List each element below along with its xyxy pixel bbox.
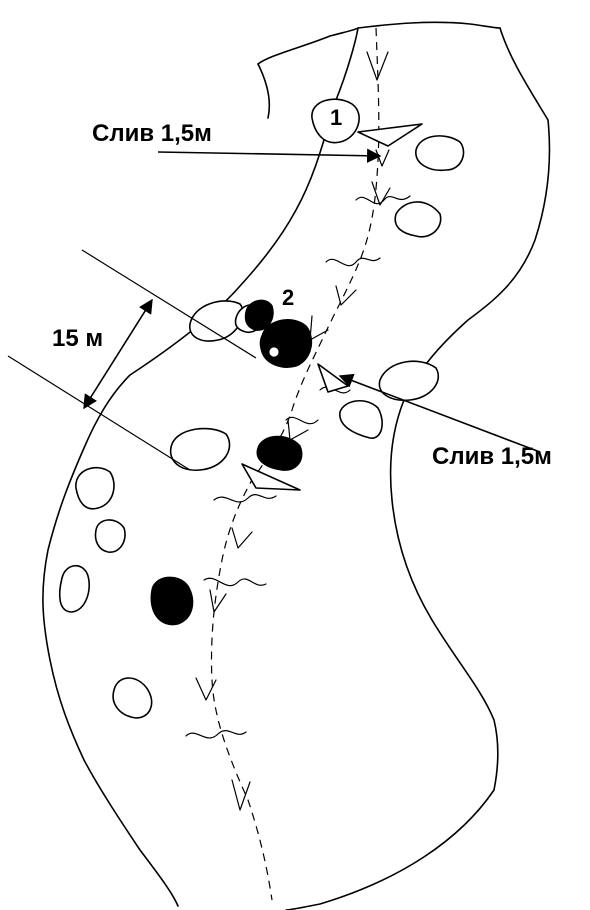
top-bank <box>358 22 500 28</box>
stone <box>96 520 126 552</box>
width-dimension-arrow <box>84 300 152 408</box>
stone <box>113 678 151 718</box>
point-1-label: 1 <box>330 105 342 130</box>
drop-marker-top <box>358 124 422 146</box>
chevron-icon <box>336 286 356 305</box>
chevron-icon <box>310 316 328 340</box>
stone-dark <box>257 436 302 470</box>
drop-right-label: Слив 1,5м <box>432 443 552 470</box>
wave-mark <box>204 578 266 585</box>
stone <box>76 468 114 509</box>
wave-mark <box>186 731 246 738</box>
chevron-icon <box>196 678 216 700</box>
stone <box>60 566 90 612</box>
drop-top-label: Слив 1,5м <box>92 120 212 147</box>
wave-mark <box>326 258 380 266</box>
drop-top-arrow <box>158 152 380 156</box>
stone <box>395 202 440 237</box>
wave-mark <box>214 495 276 502</box>
chevron-icon <box>232 780 250 810</box>
wave-mark <box>286 417 318 423</box>
stone-dark <box>151 577 192 624</box>
stone-dark <box>261 320 312 368</box>
stone <box>416 136 464 170</box>
point-2-label: 2 <box>282 285 294 310</box>
width-guide-bottom <box>8 356 190 470</box>
stone-spot <box>269 347 279 357</box>
chevron-icon <box>210 590 226 612</box>
chevron-icon <box>232 528 252 548</box>
width-label: 15 м <box>52 325 103 352</box>
stone <box>340 401 382 438</box>
